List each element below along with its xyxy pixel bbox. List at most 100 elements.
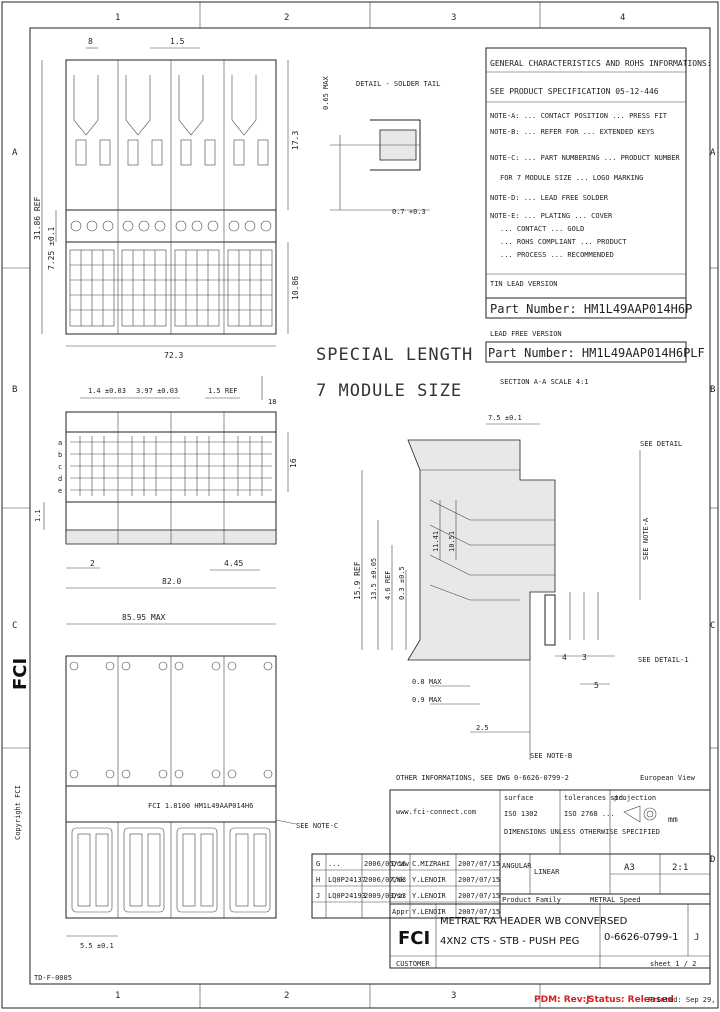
notes-spec: SEE PRODUCT SPECIFICATION 05-12-446 xyxy=(490,87,659,96)
row-letter-d: d xyxy=(58,475,62,483)
title-block: OTHER INFORMATIONS, SEE DWG 0-6626-0799-… xyxy=(311,774,711,969)
fci-logo: FCI xyxy=(398,928,430,949)
col-label-1-bottom: 1 xyxy=(115,991,120,1001)
rev-h: H xyxy=(316,876,320,884)
size-value: A3 xyxy=(624,863,635,873)
callout-see-detail-1: SEE DETAIL-1 xyxy=(638,656,689,664)
row-label-b: B xyxy=(12,385,17,395)
drawing-number: 0-6626-0799-1 xyxy=(604,932,678,943)
note-line-8: ... ROHS COMPLIANT ... PRODUCT xyxy=(500,238,627,246)
col-label-3-bottom: 3 xyxy=(451,991,456,1001)
unit-mm: mm xyxy=(668,815,678,824)
vertical-fci-logo: FCI xyxy=(10,658,31,690)
rev-h-ecn: LQ0P24137 xyxy=(328,876,366,884)
note-line-2: NOTE-B: ... REFER FOR ... EXTENDED KEYS xyxy=(490,128,654,136)
row-letter-e: e xyxy=(58,487,62,495)
other-info: OTHER INFORMATIONS, SEE DWG 0-6626-0799-… xyxy=(396,774,569,782)
projection-label: projection xyxy=(614,794,656,802)
rev-j-ecn: LQ0P24193 xyxy=(328,892,366,900)
callout-see-note-a: SEE NOTE-A xyxy=(642,517,650,560)
row-label-c: C xyxy=(12,621,17,631)
note-line-7: ... CONTACT ... GOLD xyxy=(500,225,584,233)
note-line-3: NOTE-C: ... PART NUMBERING ... PRODUCT N… xyxy=(490,154,680,162)
product-family-value: METRAL Speed xyxy=(590,896,641,904)
dim-18: 18 xyxy=(268,398,276,406)
dim-72-3: 72.3 xyxy=(164,351,183,360)
european-view: European View xyxy=(640,774,696,782)
product-family-label: Product Family xyxy=(502,896,561,904)
date-chk: 2007/07/15 xyxy=(458,876,500,884)
dim-1-4: 1.4 ±0.03 xyxy=(88,387,126,395)
dim-31-86-ref: 31.86 REF xyxy=(33,196,42,240)
row-labels: A B C A B C D xyxy=(2,148,718,865)
dim-16: 16 xyxy=(289,458,298,468)
role-dsn: Dsn xyxy=(392,892,405,900)
see-note-c: SEE NOTE-C xyxy=(296,822,338,830)
dim-7-25: 7.25 ±0.1 xyxy=(47,226,56,270)
dim-10-86: 10.86 xyxy=(291,276,300,300)
status-released: Status: Released xyxy=(588,995,674,1005)
section-view: SECTION A-A SCALE 4:1 7.5 ±0.1 15. xyxy=(353,378,689,760)
linear-label: LINEAR xyxy=(534,868,560,876)
dim-11-41: 11.41 xyxy=(432,531,440,552)
note-line-9: ... PROCESS ... RECOMMENDED xyxy=(500,251,614,259)
dim-4: 4 xyxy=(562,653,567,662)
printed-date: Printed: Sep 29, 2009 xyxy=(648,996,720,1004)
dim-5-5: 5.5 ±0.1 xyxy=(80,942,114,950)
surface-label: surface xyxy=(504,794,534,802)
dim-7-5: 7.5 ±0.1 xyxy=(488,414,522,422)
angular-label: ANGULAR xyxy=(502,862,532,870)
dim-10-51: 10.51 xyxy=(448,531,456,552)
status-line: PDM: Rev:J Status: Released Printed: Sep… xyxy=(534,995,720,1005)
rev-letter: J xyxy=(694,933,699,943)
dim-3-97: 3.97 ±0.03 xyxy=(136,387,178,395)
col-label-3: 3 xyxy=(451,13,456,23)
side-logo: FCI Copyright FCI TD-F-0005 xyxy=(10,658,72,982)
dim-15-9-ref: 15.9 REF xyxy=(353,561,362,600)
col-label-2: 2 xyxy=(284,13,289,23)
section-title: SECTION A-A SCALE 4:1 xyxy=(500,378,589,386)
part-number-1: Part Number: HM1L49AAP014H6P xyxy=(490,302,692,316)
callout-see-note-b: SEE NOTE-B xyxy=(530,752,572,760)
date-appr: 2007/07/15 xyxy=(458,908,500,916)
rev-j: J xyxy=(316,892,320,900)
projection-note: DIMENSIONS UNLESS OTHERWISE SPECIFIED xyxy=(504,828,660,836)
dim-1-1: 1.1 xyxy=(34,509,42,522)
name-draw: C.MIZRAHI xyxy=(412,860,450,868)
detail-solder-tail: DETAIL - SOLDER TAIL 0.65 MAX 0.7 +0.3 xyxy=(322,75,440,216)
tolerance-label: tolerances std. xyxy=(564,794,627,802)
role-draw: Draw xyxy=(392,860,410,868)
callout-see-detail: SEE DETAIL xyxy=(640,440,682,448)
rev-j-date: 2009/09/13 xyxy=(364,892,406,900)
detail-dim-vertical: 0.65 MAX xyxy=(322,75,330,110)
surface-value: ISO 1302 xyxy=(504,810,538,818)
copyright-text: Copyright FCI xyxy=(14,785,22,840)
col-label-2-bottom: 2 xyxy=(284,991,289,1001)
rev-g-date: 2006/05/16 xyxy=(364,860,406,868)
special-line-1: SPECIAL LENGTH xyxy=(316,345,473,365)
dim-82: 82.0 xyxy=(162,577,181,586)
date-dsn: 2007/07/15 xyxy=(458,892,500,900)
dim-1-5: 1.5 xyxy=(170,37,185,46)
column-labels: 1 2 3 4 1 2 3 xyxy=(115,2,625,1008)
note-line-6: NOTE-E: ... PLATING ... COVER xyxy=(490,212,613,220)
sheet-label: sheet 1 / 2 xyxy=(650,960,696,968)
row-label-c-right: C xyxy=(710,621,715,631)
dim-3: 3 xyxy=(582,653,587,662)
dim-13-5: 13.5 ±0.05 xyxy=(370,558,378,600)
note-line-5: NOTE-D: ... LEAD FREE SOLDER xyxy=(490,194,609,202)
dim-1-5-ref: 1.5 REF xyxy=(208,387,238,395)
row-letter-b: b xyxy=(58,451,62,459)
projection-symbol xyxy=(623,805,657,823)
row-label-d-right: D xyxy=(710,855,715,865)
dim-0-3: 0.3 ±0.5 xyxy=(398,566,406,600)
special-length-text: SPECIAL LENGTH 7 MODULE SIZE xyxy=(316,345,473,401)
rev-g: G xyxy=(316,860,320,868)
bottom-view: 85.95 MAX FCI 1.8100 HM1L49AAP014H6 SEE … xyxy=(65,613,338,950)
dim-8: 8 xyxy=(88,37,93,46)
front-view: a b c d e 1.4 ±0.03 3.97 ±0.03 1.5 REF 1… xyxy=(34,376,298,589)
notes-block: GENERAL CHARACTERISTICS AND ROHS INFORMA… xyxy=(485,47,712,363)
special-line-2: 7 MODULE SIZE xyxy=(316,381,462,401)
